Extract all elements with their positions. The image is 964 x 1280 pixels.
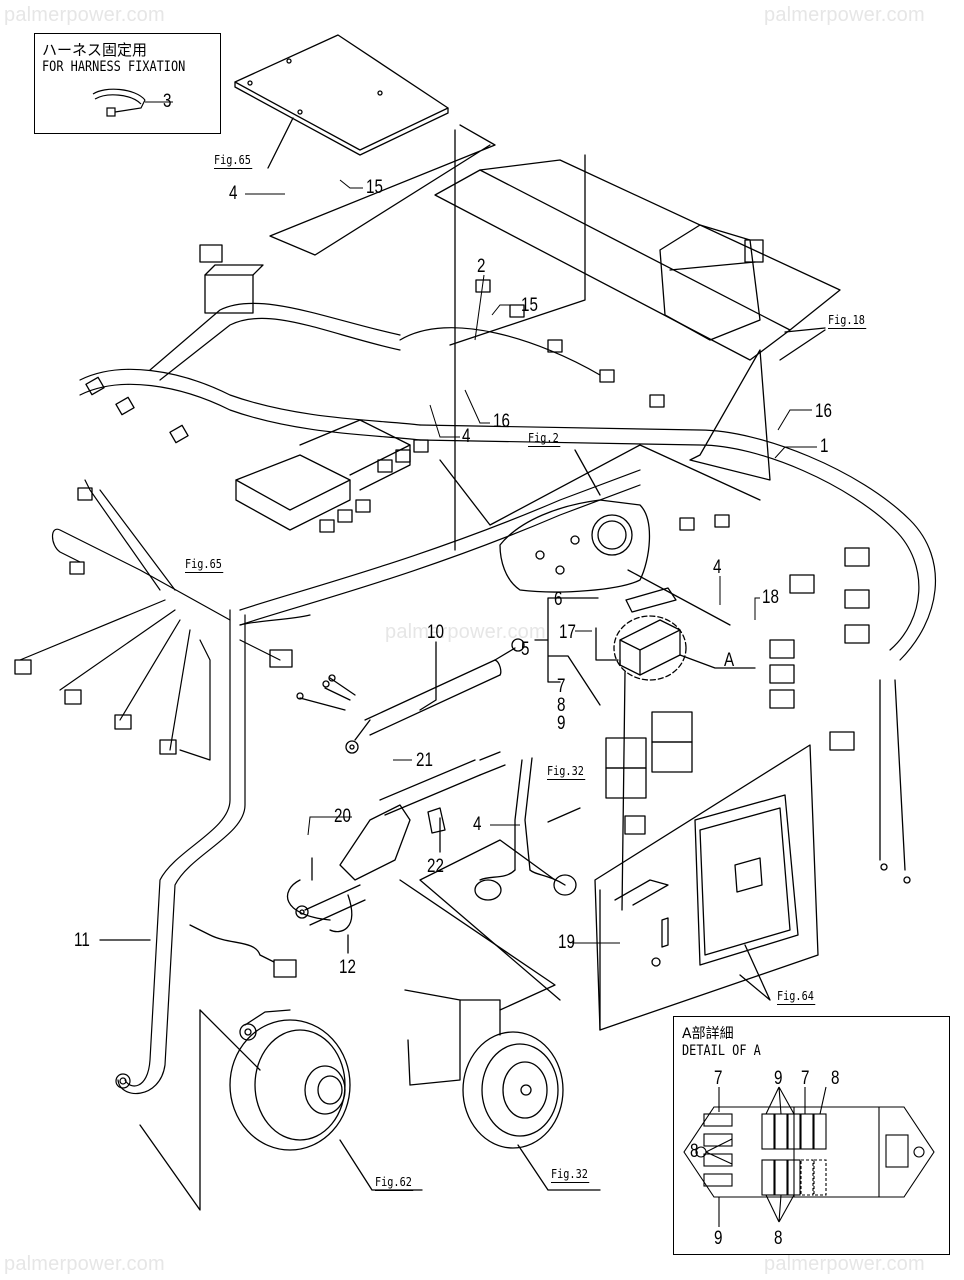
wiring-harness [19,302,937,1095]
gear-housing [499,499,651,593]
mounting-plate [234,34,449,156]
detail-title-jp: A部詳細 [682,1026,734,1042]
fig-ref-2[interactable]: Fig.2 [528,431,561,447]
fuse-block-detail [683,1086,935,1227]
ecu-panel [594,744,819,1031]
detail-callout-8: 8 [774,1228,783,1249]
callout-5: 5 [521,639,530,660]
watermark: palmerpower.com [4,4,165,26]
inset-title-en: FOR HARNESS FIXATION [42,59,186,75]
ground-cable [286,751,506,933]
fig-ref-32[interactable]: Fig.32 [547,764,586,780]
callout-4: 4 [473,814,482,835]
fig-ref-18[interactable]: Fig.18 [828,313,867,329]
callout-16: 16 [815,401,832,422]
detail-marker-a: A [724,650,735,671]
watermark: palmerpower.com [764,1253,925,1275]
fig-ref-65[interactable]: Fig.65 [214,153,253,169]
fig-ref-64[interactable]: Fig.64 [777,989,816,1005]
callout-19: 19 [558,932,575,953]
callout-4: 4 [462,426,471,447]
callout-4: 4 [229,183,238,204]
detail-callout-9: 9 [774,1068,783,1089]
water-pump [404,989,564,1149]
battery-cable [296,638,525,754]
fig-ref-32[interactable]: Fig.32 [551,1167,590,1183]
engine-block [434,159,841,361]
callout-4: 4 [713,557,722,578]
callout-15: 15 [521,295,538,316]
callout-1: 1 [820,436,829,457]
label-6-plate [625,587,677,613]
callout-21: 21 [416,750,433,771]
callout-3: 3 [163,91,172,112]
callout-16: 16 [493,411,510,432]
callout-6: 6 [554,589,563,610]
fig-ref-62[interactable]: Fig.62 [375,1175,414,1191]
callout-10: 10 [427,622,444,643]
fig-ref-65[interactable]: Fig.65 [185,557,224,573]
callout-9: 9 [557,713,566,734]
cable-tie-icon [92,88,173,117]
detail-a-inset: A部詳細 DETAIL OF A 7 9 7 [673,1016,950,1255]
detail-callout-8: 8 [690,1141,699,1162]
detail-callout-8: 8 [831,1068,840,1089]
callout-22: 22 [427,856,444,877]
callout-18: 18 [762,587,779,608]
callout-11: 11 [74,930,90,951]
callout-12: 12 [339,957,356,978]
callout-8: 8 [557,695,566,716]
connectors [14,244,911,978]
harness-fixation-inset: ハーネス固定用 FOR HARNESS FIXATION 3 [34,33,221,134]
detail-callout-7: 7 [714,1068,723,1089]
inset-title-jp: ハーネス固定用 [42,41,148,59]
callout-15: 15 [366,177,383,198]
watermark: palmerpower.com [4,1253,165,1275]
callout-17: 17 [559,622,576,643]
detail-title-en: DETAIL OF A [682,1043,761,1059]
detail-callout-9: 9 [714,1228,723,1249]
watermark: palmerpower.com [764,4,925,26]
callout-2: 2 [477,256,486,277]
callout-7: 7 [557,676,566,697]
alternator [199,1009,351,1151]
relay-box-a [613,615,756,911]
watermark: palmerpower.com [385,621,546,643]
detail-callout-7: 7 [801,1068,810,1089]
